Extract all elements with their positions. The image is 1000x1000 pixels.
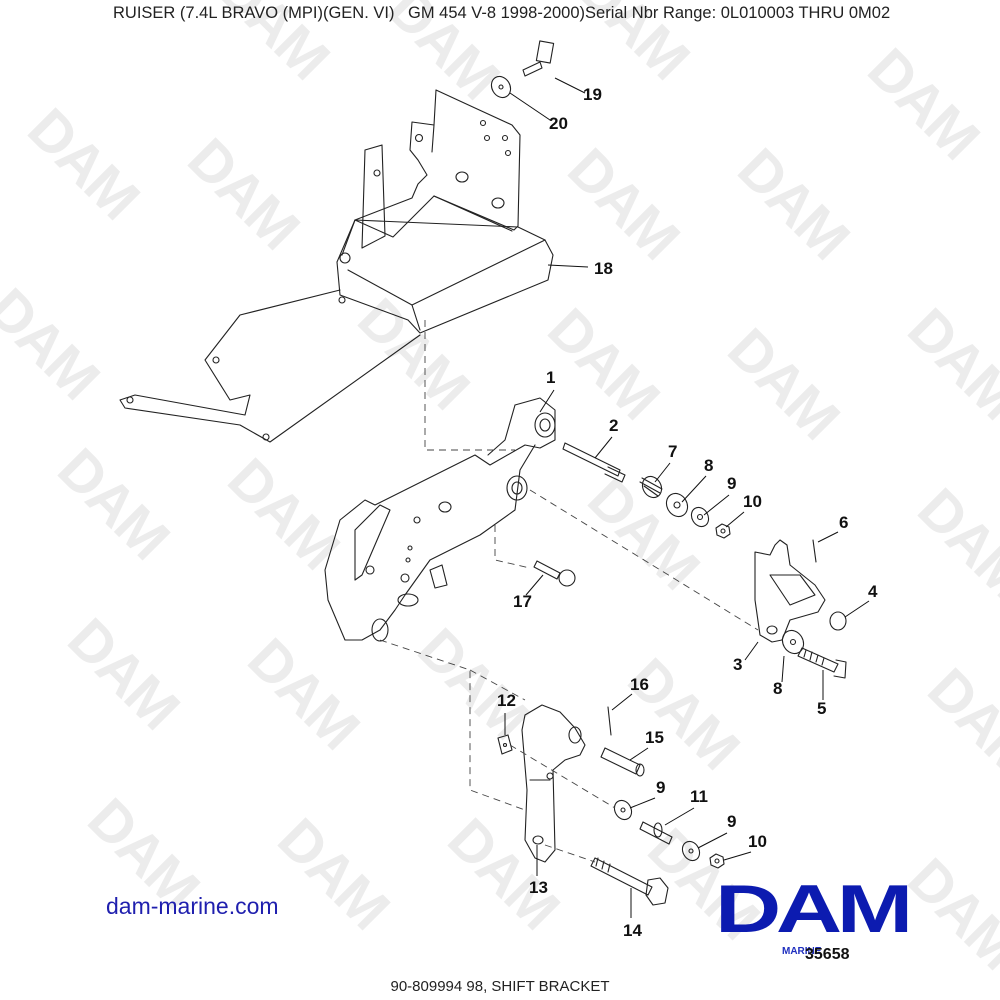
callout-15: 15 <box>645 728 664 747</box>
callout-9: 9 <box>727 474 736 493</box>
mounting-bracket-part-18 <box>119 89 554 443</box>
lever-part-13 <box>521 704 586 863</box>
callout-8-lower: 8 <box>773 679 782 698</box>
washer-part-9 <box>690 506 710 528</box>
callout-14: 14 <box>623 921 642 940</box>
stud-part-2 <box>562 442 626 483</box>
dam-marine-logo: DAM MARINE <box>715 875 913 957</box>
callout-19: 19 <box>583 85 602 104</box>
bolt-part-17 <box>533 560 576 587</box>
callout-7: 7 <box>668 442 677 461</box>
washer-part-9-lower-a <box>613 799 633 821</box>
callout-9-lower-b: 9 <box>727 812 736 831</box>
callout-16: 16 <box>630 675 649 694</box>
cotter-pin-part-6 <box>812 539 817 563</box>
header-title-serial: GM 454 V-8 1998-2000)Serial Nbr Range: 0… <box>408 4 891 22</box>
callout-8: 8 <box>704 456 713 475</box>
header-title-model: RUISER (7.4L BRAVO (MPI)(GEN. VI) <box>113 4 395 22</box>
bolt-part-14 <box>590 857 669 906</box>
callout-6: 6 <box>839 513 848 532</box>
stud-part-11 <box>639 821 673 845</box>
washer-part-20 <box>490 75 512 99</box>
clip-part-12 <box>497 734 513 755</box>
callout-20: 20 <box>549 114 568 133</box>
page-header: RUISER (7.4L BRAVO (MPI)(GEN. VI) GM 454… <box>0 2 1000 28</box>
callout-12: 12 <box>497 691 516 710</box>
callout-2: 2 <box>609 416 618 435</box>
figure-number: 35658 <box>805 946 850 963</box>
callout-3: 3 <box>733 655 742 674</box>
callout-5: 5 <box>817 699 826 718</box>
callout-10-lower: 10 <box>748 832 767 851</box>
cap-part-4 <box>829 611 847 631</box>
washer-part-9-lower-b <box>681 840 701 862</box>
bolt-part-5 <box>797 647 847 679</box>
callout-labels: 1 2 7 8 9 10 6 4 3 8 5 17 18 19 20 12 16… <box>497 85 878 940</box>
callout-4: 4 <box>868 582 878 601</box>
washer-part-8-lower <box>781 629 805 655</box>
spring-part-7 <box>639 475 663 499</box>
callout-1: 1 <box>546 368 555 387</box>
bolt-part-19 <box>522 40 555 77</box>
logo-subtext: MARINE <box>782 946 822 957</box>
callout-17: 17 <box>513 592 532 611</box>
callout-10: 10 <box>743 492 762 511</box>
shift-cable-bracket-part-3 <box>754 539 826 643</box>
callout-11: 11 <box>690 787 708 806</box>
callout-18: 18 <box>594 259 613 278</box>
logo-wordmark: DAM <box>715 871 913 947</box>
cotter-pin-part-16 <box>607 706 612 736</box>
nut-part-10 <box>715 523 731 539</box>
callout-9-lower-a: 9 <box>656 778 665 797</box>
nut-part-10-lower <box>709 853 725 869</box>
diagram-caption: 90-809994 98, SHIFT BRACKET <box>390 978 610 995</box>
washer-part-8 <box>665 492 689 518</box>
pin-part-15 <box>600 747 645 777</box>
callout-13: 13 <box>529 878 548 897</box>
website-link[interactable]: dam-marine.com <box>106 893 279 919</box>
